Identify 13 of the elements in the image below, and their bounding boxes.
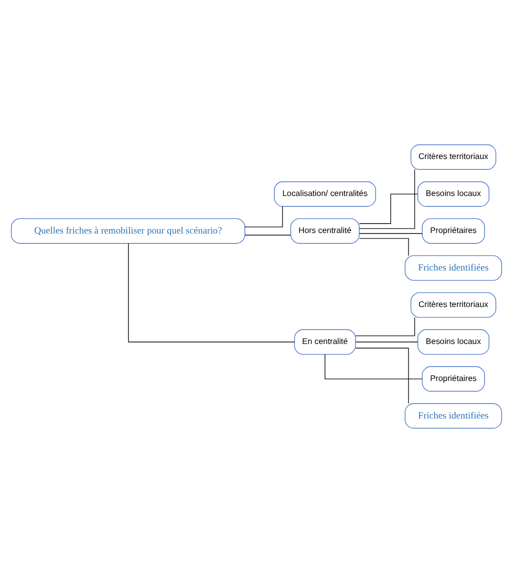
connector <box>359 233 423 234</box>
connector <box>355 348 409 404</box>
connector <box>244 206 283 228</box>
connector <box>324 354 422 380</box>
connector <box>244 234 291 236</box>
node-box: Quelles friches à remobiliser pour quel scénario? <box>10 218 246 244</box>
connector <box>359 238 409 256</box>
connector <box>355 317 416 336</box>
connector <box>359 169 416 229</box>
connector <box>128 243 295 342</box>
node-box: Friches identifiées <box>404 255 502 281</box>
node-box: Friches identifiées <box>404 403 502 429</box>
connector <box>359 194 418 224</box>
